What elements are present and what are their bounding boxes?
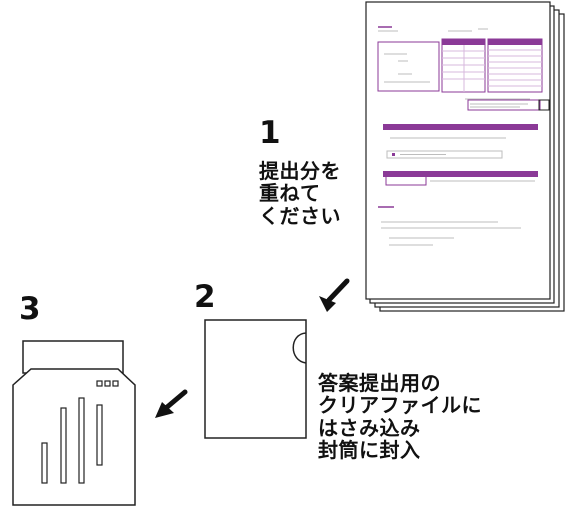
clear-file-icon: [204, 319, 307, 439]
step-2-number: 2: [194, 279, 216, 315]
document-stack-icon: [365, 1, 565, 312]
step-3-number: 3: [19, 291, 41, 327]
step-2-caption: 答案提出用の クリアファイルに はさみ込み 封筒に封入: [318, 371, 482, 463]
envelope-icon: [12, 340, 136, 506]
arrow-icon: [155, 389, 188, 418]
step-1-number: 1: [259, 115, 281, 151]
step-1-caption: 提出分を 重ねて ください: [259, 159, 341, 228]
arrow-icon: [319, 278, 350, 312]
document-contents: [377, 26, 550, 246]
